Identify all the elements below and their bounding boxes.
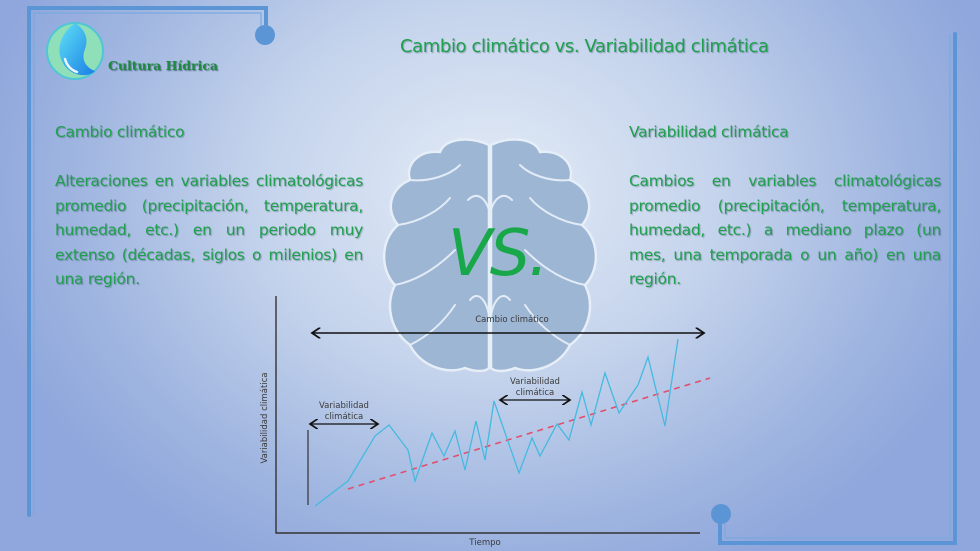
y-axis-label: Variabilidad climática xyxy=(260,372,270,464)
page-title: Cambio climático vs. Variabilidad climát… xyxy=(400,36,769,57)
vs-label: VS. xyxy=(448,217,549,291)
climate-change-definition: Alteraciones en variables climatológicas… xyxy=(55,172,363,288)
brand-name: Cultura Hídrica xyxy=(108,58,219,73)
variability-span-label-1: Variabilidad climática xyxy=(319,401,369,422)
climate-variability-definition: Cambios en variables climatológicas prom… xyxy=(629,172,941,288)
x-axis-label: Tiempo xyxy=(469,538,501,548)
climate-variability-section: Variabilidad climática Cambios en variab… xyxy=(629,120,941,292)
logo-icon xyxy=(46,22,104,80)
climate-change-heading: Cambio climático xyxy=(55,123,185,141)
climate-change-section: Cambio climático Alteraciones en variabl… xyxy=(55,120,363,292)
variability-span-label-2: Variabilidad climática xyxy=(510,377,560,398)
climate-variability-heading: Variabilidad climática xyxy=(629,123,789,141)
climate-change-span-label: Cambio climático xyxy=(475,315,549,325)
